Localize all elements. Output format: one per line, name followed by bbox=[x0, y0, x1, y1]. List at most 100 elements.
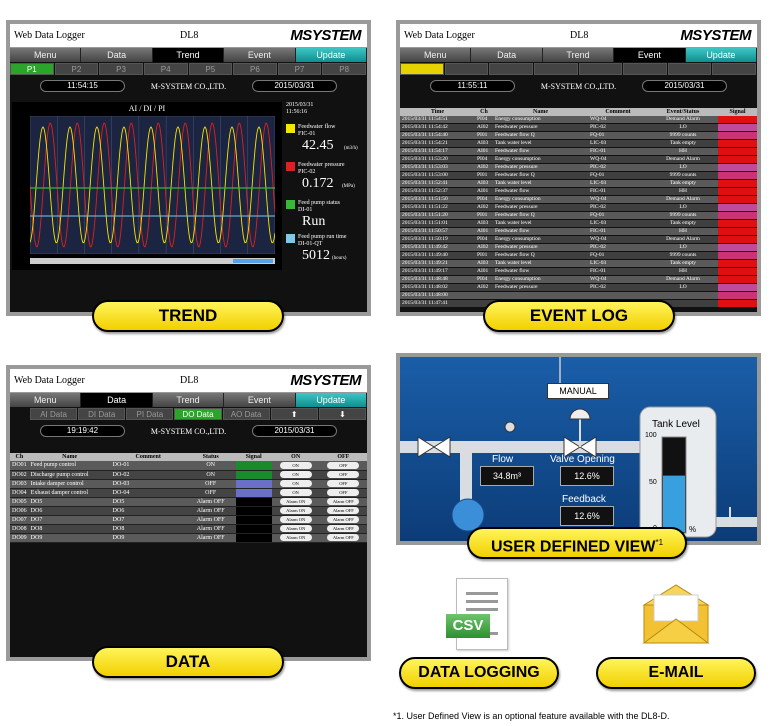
on-button[interactable]: ON bbox=[279, 480, 312, 487]
update-button[interactable]: Update bbox=[295, 48, 367, 62]
filter-tab-7[interactable] bbox=[667, 63, 712, 75]
event-signal bbox=[718, 267, 757, 276]
valve-opening-label: Valve Opening bbox=[550, 454, 615, 465]
event-cell: AI01 bbox=[475, 187, 493, 196]
legend-swatch bbox=[286, 124, 295, 133]
update-button[interactable]: Update bbox=[295, 393, 367, 407]
do-signal bbox=[235, 479, 272, 489]
trend-chart[interactable] bbox=[30, 116, 275, 254]
on-button[interactable]: ON bbox=[279, 461, 312, 469]
chart-scrollbar[interactable] bbox=[30, 258, 275, 264]
trend-chart-area: AI / DI / PI bbox=[12, 102, 282, 270]
event-cell: PIC-02 bbox=[588, 243, 648, 252]
valve-opening-value: 12.6% bbox=[560, 466, 614, 486]
tab-p8[interactable]: P8 bbox=[322, 63, 366, 75]
filter-tab-4[interactable] bbox=[533, 63, 578, 75]
tab-p5[interactable]: P5 bbox=[188, 63, 233, 75]
tab-p7[interactable]: P7 bbox=[277, 63, 322, 75]
tab-di-data[interactable]: DI Data bbox=[78, 408, 126, 420]
off-button[interactable]: OFF bbox=[327, 471, 360, 478]
off-button[interactable]: OFF bbox=[327, 461, 360, 469]
on-button[interactable]: ON bbox=[279, 471, 312, 478]
on-button[interactable]: Alarm ON bbox=[279, 525, 312, 532]
tab-menu[interactable]: Menu bbox=[10, 48, 82, 62]
tab-p6[interactable]: P6 bbox=[233, 63, 277, 75]
tab-trend[interactable]: Trend bbox=[542, 48, 615, 62]
off-button[interactable]: Alarm OFF bbox=[327, 534, 360, 541]
do-cell: OFF bbox=[185, 479, 236, 489]
tab-pi-data[interactable]: PI Data bbox=[126, 408, 174, 420]
event-cell: WQ-04 bbox=[588, 195, 648, 204]
do-cell: DO6 bbox=[110, 506, 186, 516]
off-button[interactable]: Alarm OFF bbox=[327, 525, 360, 532]
filter-tab-8[interactable] bbox=[712, 63, 756, 75]
off-button[interactable]: OFF bbox=[327, 480, 360, 487]
tab-p2[interactable]: P2 bbox=[54, 63, 99, 75]
col-ch: Ch bbox=[475, 108, 493, 116]
off-button[interactable]: Alarm OFF bbox=[327, 516, 360, 523]
tab-trend[interactable]: Trend bbox=[152, 393, 225, 407]
legend-name: Feedwater pressure bbox=[298, 162, 345, 168]
filter-tab-1[interactable] bbox=[400, 63, 444, 75]
tab-ao-data[interactable]: AO Data bbox=[222, 408, 270, 420]
filter-tab-6[interactable] bbox=[623, 63, 667, 75]
on-button[interactable]: Alarm ON bbox=[279, 507, 312, 514]
event-cell: 2015/03/31 11:49:42 bbox=[400, 243, 475, 252]
event-cell: Tank empty bbox=[648, 219, 718, 228]
event-cell: 2015/03/31 11:54:40 bbox=[400, 131, 475, 140]
filter-tab-2[interactable] bbox=[444, 63, 489, 75]
event-cell: LIC-03 bbox=[588, 179, 648, 188]
process-diagram bbox=[400, 357, 757, 538]
filter-tab-3[interactable] bbox=[489, 63, 533, 75]
flow-value: 34.8m³ bbox=[480, 466, 534, 486]
on-button[interactable]: Alarm ON bbox=[279, 498, 312, 505]
tab-p4[interactable]: P4 bbox=[143, 63, 188, 75]
tab-ai-data[interactable]: AI Data bbox=[30, 408, 78, 420]
tab-p1[interactable]: P1 bbox=[10, 63, 54, 75]
tab-data[interactable]: Data bbox=[471, 48, 543, 62]
tab-menu[interactable]: Menu bbox=[10, 393, 82, 407]
off-button[interactable]: Alarm OFF bbox=[327, 498, 360, 505]
event-cell: HH bbox=[648, 267, 718, 276]
tab-menu[interactable]: Menu bbox=[400, 48, 472, 62]
on-button[interactable]: Alarm ON bbox=[279, 516, 312, 523]
udv-label-footnote-ref: *1 bbox=[655, 538, 664, 547]
event-cell: PI04 bbox=[475, 116, 493, 124]
off-cell: OFF bbox=[319, 461, 367, 471]
on-button[interactable]: Alarm ON bbox=[279, 534, 312, 541]
event-table-wrap[interactable]: Time Ch Name Comment Event/Status Signal… bbox=[400, 108, 757, 312]
tab-event[interactable]: Event bbox=[224, 48, 296, 62]
event-panel: Web Data Logger DL8 MSYSTEM Menu Data Tr… bbox=[396, 20, 761, 316]
page-up-icon[interactable]: ⬆ bbox=[270, 408, 318, 420]
timestamp-date: 2015/03/31 bbox=[286, 102, 314, 108]
tab-p3[interactable]: P3 bbox=[99, 63, 143, 75]
off-button[interactable]: OFF bbox=[327, 489, 360, 496]
event-cell bbox=[493, 291, 588, 300]
event-cell: Feedwater pressure bbox=[493, 123, 588, 132]
status-bar: 19:19:42 M-SYSTEM CO.,LTD. 2015/03/31 bbox=[10, 424, 367, 440]
tab-trend[interactable]: Trend bbox=[152, 48, 225, 62]
off-button[interactable]: Alarm OFF bbox=[327, 507, 360, 514]
tab-data[interactable]: Data bbox=[81, 393, 153, 407]
tab-event[interactable]: Event bbox=[224, 393, 296, 407]
filter-tab-5[interactable] bbox=[578, 63, 623, 75]
tab-event[interactable]: Event bbox=[614, 48, 686, 62]
event-cell: PI04 bbox=[475, 155, 493, 164]
event-cell: WQ-04 bbox=[588, 155, 648, 164]
event-cell: LIC-03 bbox=[588, 139, 648, 148]
event-cell: 9999 counts bbox=[648, 251, 718, 260]
tab-do-data[interactable]: DO Data bbox=[174, 408, 222, 420]
on-button[interactable]: ON bbox=[279, 489, 312, 496]
tab-data[interactable]: Data bbox=[81, 48, 153, 62]
event-cell: HH bbox=[648, 147, 718, 156]
event-cell: 2015/03/31 11:48:48 bbox=[400, 275, 475, 284]
page-down-icon[interactable]: ⬇ bbox=[318, 408, 366, 420]
update-button[interactable]: Update bbox=[685, 48, 757, 62]
manual-label[interactable]: MANUAL bbox=[547, 383, 609, 399]
event-cell: Feedwater pressure bbox=[493, 243, 588, 252]
model-label: DL8 bbox=[180, 30, 199, 41]
do-cell: Alarm OFF bbox=[185, 533, 236, 543]
